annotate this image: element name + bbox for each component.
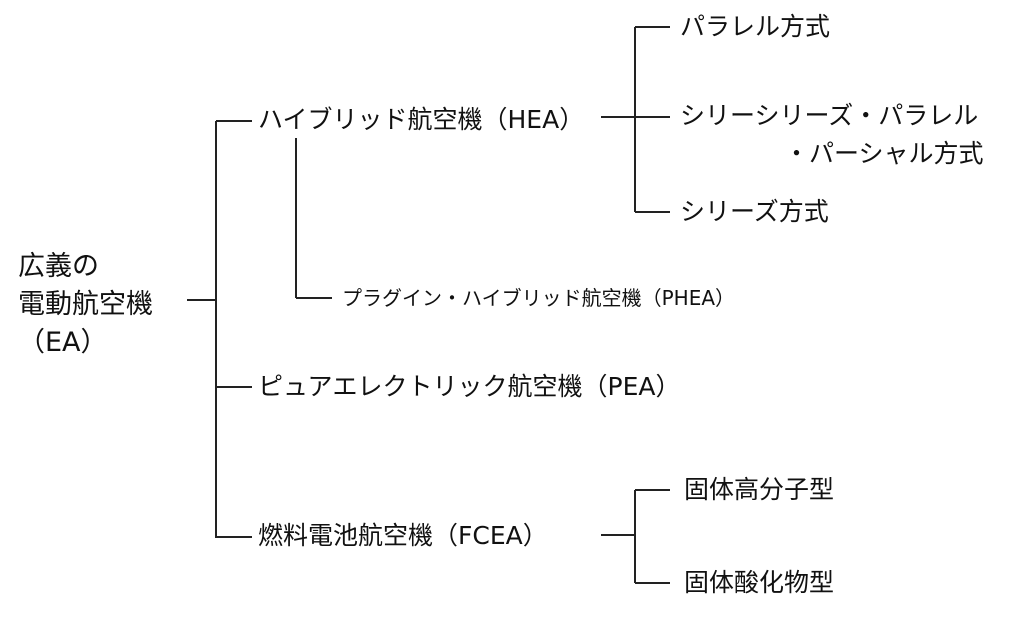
node-series: シリーズ方式 [680, 197, 829, 226]
node-sofc: 固体酸化物型 [684, 568, 835, 597]
node-pefc: 固体高分子型 [684, 475, 835, 504]
root-line-3: （EA） [18, 327, 108, 358]
root-line-2: 電動航空機 [18, 289, 153, 320]
node-fcea: 燃料電池航空機（FCEA） [258, 521, 548, 550]
node-series-parallel-line1: シリーシリーズ・パラレル [680, 101, 979, 130]
node-root-ea: 広義の 電動航空機 （EA） [18, 248, 188, 362]
node-hea: ハイブリッド航空機（HEA） [258, 105, 585, 134]
node-pea: ピュアエレクトリック航空機（PEA） [258, 372, 681, 401]
node-phea: プラグイン・ハイブリッド航空機（PHEA） [342, 286, 736, 310]
root-line-1: 広義の [18, 251, 99, 282]
node-parallel: パラレル方式 [680, 12, 831, 41]
node-series-parallel-line2: ・パーシャル方式 [784, 139, 984, 168]
